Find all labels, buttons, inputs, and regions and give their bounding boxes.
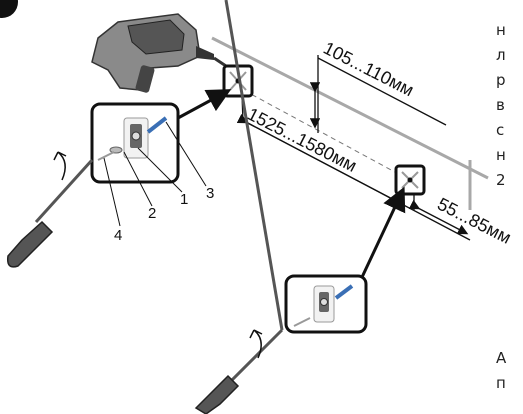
guide-lines xyxy=(211,36,489,210)
side-text-line: А xyxy=(496,349,507,367)
spacing-arrow xyxy=(236,113,403,205)
end-offset-arrow xyxy=(408,199,469,235)
part-leaders xyxy=(103,121,207,227)
side-text-bottom: А п xyxy=(496,346,506,396)
vertical-gap-text: 105...110мм xyxy=(320,38,417,101)
hammer-drill-icon xyxy=(91,13,233,93)
drill-mark-right xyxy=(394,164,426,196)
end-offset-text: 55...85мм xyxy=(434,194,514,248)
side-text-line: н xyxy=(496,21,506,39)
side-text-line: п xyxy=(496,374,506,392)
part-label-1: 1 xyxy=(180,191,188,208)
side-text-line: 2 xyxy=(496,171,506,189)
part-label-2: 2 xyxy=(148,205,156,222)
anchor-callout-top xyxy=(90,102,180,184)
part-label-4: 4 xyxy=(114,227,122,244)
callout-arrow-bottom xyxy=(354,186,406,291)
anchor-callout-bottom xyxy=(284,274,368,334)
top-dimension-line xyxy=(317,57,447,126)
side-text-line: с xyxy=(496,121,505,139)
side-text-line: н xyxy=(496,146,506,164)
part-label-3: 3 xyxy=(206,185,214,202)
anchor-icon xyxy=(146,116,168,134)
drill-mark-left xyxy=(222,64,254,98)
mount-spacing-text: 1525...1580мм xyxy=(244,104,360,176)
screwdriver-icon-top xyxy=(6,151,94,268)
step-number-badge xyxy=(0,0,18,18)
screwdriver-icon-bottom xyxy=(194,0,284,414)
side-text-column: н л р в с н 2 xyxy=(496,18,506,193)
top-guide-line xyxy=(211,36,489,180)
side-text-line: л xyxy=(496,46,506,64)
side-text-line: р xyxy=(496,71,506,89)
side-text-line: в xyxy=(496,96,505,114)
callout-arrow-top xyxy=(177,89,232,120)
mount-axis-line xyxy=(235,85,407,179)
